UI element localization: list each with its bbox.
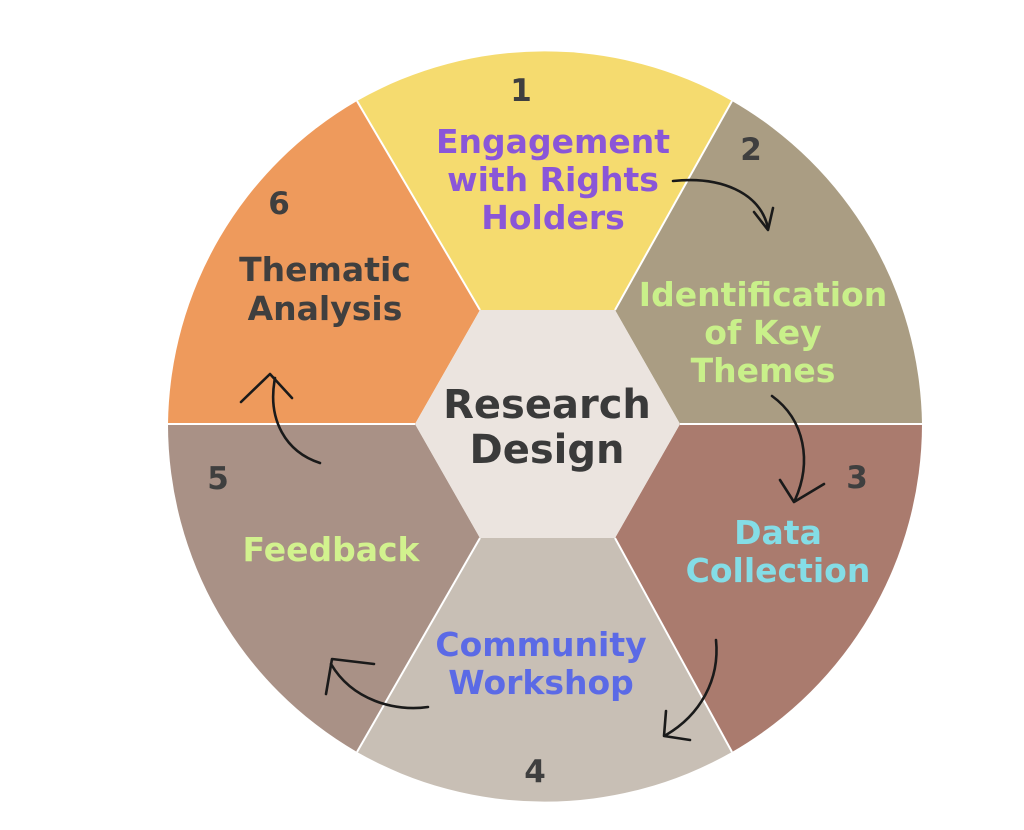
segment-dividers [168,100,922,753]
segment-identification [615,101,922,424]
step-3-label-line2: Collection [686,551,871,590]
step-number-4: 4 [524,754,546,790]
flow-arrow-5-to-6 [239,372,322,465]
step-number-2: 2 [740,132,762,168]
flow-arrow-3-to-4 [662,638,718,742]
segment-feedback [167,424,480,752]
center-title-line1: Research [443,382,651,428]
step-4-label-line1: Community [435,625,646,664]
step-1-label-line1: Engagement [436,122,670,161]
center-hexagon [415,310,680,538]
flow-arrow-1-to-2 [671,178,775,232]
step-2-label-line3: Themes [691,351,836,390]
step-number-3: 3 [846,460,868,496]
step-6-label-line2: Analysis [248,289,403,328]
segment-data-collection [615,424,922,752]
step-number-5: 5 [207,461,229,497]
step-1-label-line3: Holders [481,198,625,237]
step-6-label-line1: Thematic [239,250,411,289]
center-title-line2: Design [470,427,625,473]
segment-thematic-analysis [168,101,480,424]
step-4-label-line2: Workshop [448,663,634,702]
step-3-label-line1: Data [734,513,822,552]
segment-engagement [357,51,732,311]
step-number-1: 1 [510,73,532,109]
step-1-label-line2: with Rights [447,160,659,199]
step-number-6: 6 [268,186,290,222]
flow-arrow-4-to-5 [324,657,430,710]
step-2-label-line1: Identification [639,275,887,314]
step-5-label-line1: Feedback [243,530,421,569]
segment-community-workshop [357,538,732,802]
step-2-label-line2: of Key [704,313,821,352]
flow-arrow-2-to-3 [770,394,826,504]
